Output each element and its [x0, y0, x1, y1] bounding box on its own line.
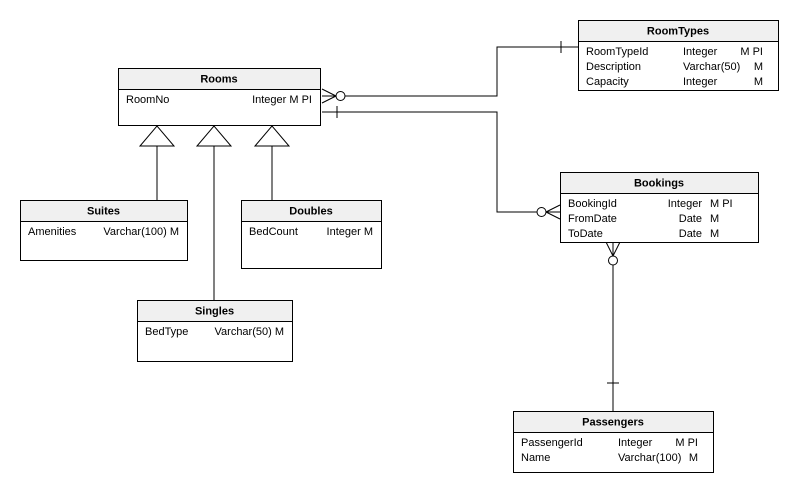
attr-type-roomtypes-0: Integer: [683, 46, 718, 58]
entity-header-bookings: [560, 172, 759, 194]
attr-name-singles-0: BedType: [145, 326, 188, 338]
crowfoot-icon-to-rooms-bookings: [545, 204, 561, 220]
relationship-rooms-bookings[interactable]: [322, 106, 561, 220]
relationship-bookings-passengers[interactable]: [605, 241, 621, 411]
attr-name-roomtypes-2: Capacity: [586, 76, 629, 88]
attr-type-roomtypes-1: Varchar(50): [683, 61, 740, 73]
attr-typeflags-singles-0: Varchar(50) M: [215, 326, 284, 338]
attr-flags-roomtypes-2: M: [754, 76, 763, 88]
attr-name-bookings-2: ToDate: [568, 228, 603, 240]
inheritance-triangle-icon-rooms-suites: [138, 125, 176, 147]
relationship-rooms-roomtypes[interactable]: [321, 41, 578, 104]
crowfoot-icon-from-bookings-passengers: [605, 241, 621, 257]
entity-title-suites: Suites: [87, 205, 120, 217]
attr-type-roomtypes-2: Integer: [683, 76, 718, 88]
optional-circle-icon-from-rooms-roomtypes: [335, 91, 346, 101]
attr-flags-bookings-1: M: [710, 213, 719, 225]
attr-typeflags-doubles-0: Integer M: [327, 226, 373, 238]
attr-type-bookings-0: Integer: [668, 198, 703, 210]
generalizations-layer: [138, 125, 291, 300]
attr-name-rooms-0: RoomNo: [126, 94, 169, 106]
entity-title-singles: Singles: [195, 305, 234, 317]
relationship-line-rooms-bookings: [322, 111, 560, 213]
entity-title-doubles: Doubles: [289, 205, 332, 217]
optional-circle-icon-from-bookings-passengers: [608, 255, 618, 266]
connectors-layer: [321, 41, 621, 411]
entity-title-roomtypes: RoomTypes: [647, 25, 709, 37]
attr-type-bookings-1: Date: [679, 213, 702, 225]
attr-name-suites-0: Amenities: [28, 226, 77, 238]
entity-title-rooms: Rooms: [200, 73, 237, 85]
generalization-rooms-doubles[interactable]: [253, 125, 291, 200]
inheritance-triangle-icon-rooms-singles: [195, 125, 233, 147]
generalization-rooms-suites[interactable]: [138, 125, 176, 200]
attr-name-bookings-0: BookingId: [568, 198, 617, 210]
entity-header-suites: [20, 200, 188, 222]
entity-title-bookings: Bookings: [634, 177, 684, 189]
attr-name-roomtypes-0: RoomTypeId: [586, 46, 648, 58]
attr-typeflags-rooms-0: Integer M PI: [252, 94, 312, 106]
entity-header-passengers: [513, 411, 714, 433]
attr-type-passengers-1: Varchar(100): [618, 452, 681, 464]
relationship-line-rooms-roomtypes: [322, 46, 578, 97]
attr-type-passengers-0: Integer: [618, 437, 653, 449]
inheritance-triangle-icon-rooms-doubles: [253, 125, 291, 147]
attr-flags-passengers-1: M: [689, 452, 698, 464]
attr-name-roomtypes-1: Description: [586, 61, 641, 73]
attr-flags-bookings-0: M PI: [710, 198, 733, 210]
attr-flags-roomtypes-0: M PI: [740, 46, 763, 58]
generalization-rooms-singles[interactable]: [195, 125, 233, 300]
crowfoot-icon-from-rooms-roomtypes: [321, 88, 337, 104]
attr-name-bookings-1: FromDate: [568, 213, 617, 225]
optional-circle-icon-to-rooms-bookings: [536, 207, 547, 217]
entity-title-passengers: Passengers: [582, 416, 644, 428]
attr-flags-bookings-2: M: [710, 228, 719, 240]
entity-header-roomtypes: [578, 20, 779, 42]
entity-header-doubles: [241, 200, 382, 222]
entity-header-singles: [137, 300, 293, 322]
entity-header-rooms: [118, 68, 321, 90]
attr-name-passengers-1: Name: [521, 452, 550, 464]
attr-typeflags-suites-0: Varchar(100) M: [103, 226, 179, 238]
attr-flags-passengers-0: M PI: [675, 437, 698, 449]
attr-type-bookings-2: Date: [679, 228, 702, 240]
attr-name-passengers-0: PassengerId: [521, 437, 583, 449]
attr-name-doubles-0: BedCount: [249, 226, 298, 238]
attr-flags-roomtypes-1: M: [754, 61, 763, 73]
